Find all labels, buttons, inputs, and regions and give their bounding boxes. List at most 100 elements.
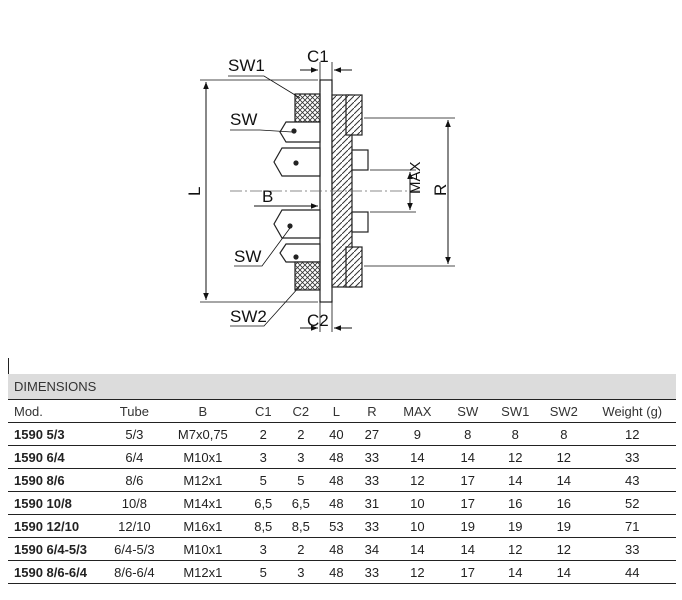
table-cell: 12 (539, 445, 589, 469)
table-cell: 10 (390, 514, 445, 538)
table-cell: 8 (491, 422, 540, 446)
table-cell: M10x1 (161, 537, 245, 561)
table-cell: 6/4 (107, 445, 162, 469)
table-cell: 12 (390, 468, 445, 492)
table-cell: 52 (588, 491, 676, 515)
model-cell: 1590 12/10 (8, 514, 108, 538)
table-cell: 5 (244, 560, 283, 584)
technical-drawing: L R MAX C1 C2 B SW1 (185, 47, 455, 332)
table-cell: 48 (319, 537, 354, 561)
table-cell: 48 (319, 468, 354, 492)
column-header: MAX (390, 399, 445, 423)
label-c2: C2 (307, 311, 329, 330)
table-cell: 6,5 (282, 491, 320, 515)
table-cell: 5 (244, 468, 283, 492)
column-header: Tube (107, 399, 162, 423)
model-cell: 1590 6/4 (8, 445, 108, 469)
leader-lines (228, 75, 301, 327)
table-cell: M10x1 (161, 445, 245, 469)
column-header: C2 (282, 399, 320, 423)
table-cell: 2 (282, 422, 320, 446)
table-cell: 14 (390, 537, 445, 561)
column-header: Weight (g) (588, 399, 676, 423)
model-cell: 1590 8/6 (8, 468, 108, 492)
table-cell: 43 (588, 468, 676, 492)
table-cell: M14x1 (161, 491, 245, 515)
label-max: MAX (407, 161, 424, 194)
table-cell: 12 (390, 560, 445, 584)
model-cell: 1590 10/8 (8, 491, 108, 515)
table-cell: 12 (539, 537, 589, 561)
table-cell: 14 (444, 445, 492, 469)
table-cell: 3 (244, 445, 283, 469)
table-cell: M12x1 (161, 468, 245, 492)
table-cell: 16 (539, 491, 589, 515)
column-header: Mod. (8, 399, 108, 423)
table-cell: 14 (390, 445, 445, 469)
table-cell: 8 (539, 422, 589, 446)
table-cell: 3 (244, 537, 283, 561)
table-cell: 3 (282, 445, 320, 469)
table-cell: 8,5 (282, 514, 320, 538)
table-cell: 8 (444, 422, 492, 446)
table-cell: 5 (282, 468, 320, 492)
table-cell: M12x1 (161, 560, 245, 584)
table-top-border (8, 358, 676, 374)
table-cell: 48 (319, 560, 354, 584)
table-cell: 10 (390, 491, 445, 515)
table-cell: 17 (444, 560, 492, 584)
table-cell: 40 (319, 422, 354, 446)
table-cell: 71 (588, 514, 676, 538)
label-sw-top: SW (230, 110, 257, 129)
label-sw1: SW1 (228, 56, 265, 75)
model-cell: 1590 5/3 (8, 422, 108, 446)
table-cell: 44 (588, 560, 676, 584)
table-cell: 31 (353, 491, 391, 515)
table-cell: 8,5 (244, 514, 283, 538)
table-cell: 33 (353, 468, 391, 492)
table-cell: 33 (353, 560, 391, 584)
table-cell: 17 (444, 468, 492, 492)
dimension-c1: C1 (300, 47, 352, 92)
table-cell: 14 (539, 468, 589, 492)
dimension-max: MAX (370, 161, 424, 213)
top-collet (273, 93, 321, 177)
table-cell: 14 (491, 468, 540, 492)
table-cell: 12 (588, 422, 676, 446)
table-cell: 8/6 (107, 468, 162, 492)
table-cell: 33 (588, 445, 676, 469)
table-cell: 10/8 (107, 491, 162, 515)
table-cell: 19 (491, 514, 540, 538)
table-cell: M16x1 (161, 514, 245, 538)
table-cell: 27 (353, 422, 391, 446)
table-cell: 12 (491, 445, 540, 469)
table-cell: 2 (244, 422, 283, 446)
table-cell: M7x0,75 (161, 422, 245, 446)
table-cell: 34 (353, 537, 391, 561)
table-cell: 48 (319, 445, 354, 469)
label-sw-bottom: SW (234, 247, 261, 266)
table-cell: 14 (491, 560, 540, 584)
column-header: SW (444, 399, 492, 423)
column-header: C1 (244, 399, 283, 423)
label-c1: C1 (307, 47, 329, 66)
column-header: L (319, 399, 354, 423)
dimension-c2: C2 (300, 300, 352, 332)
table-cell: 33 (353, 445, 391, 469)
table-cell: 5/3 (107, 422, 162, 446)
table-cell: 53 (319, 514, 354, 538)
table-cell: 19 (539, 514, 589, 538)
dimension-r: R (364, 117, 455, 267)
table-cell: 33 (353, 514, 391, 538)
column-header: SW2 (539, 399, 589, 423)
label-b: B (262, 187, 273, 206)
